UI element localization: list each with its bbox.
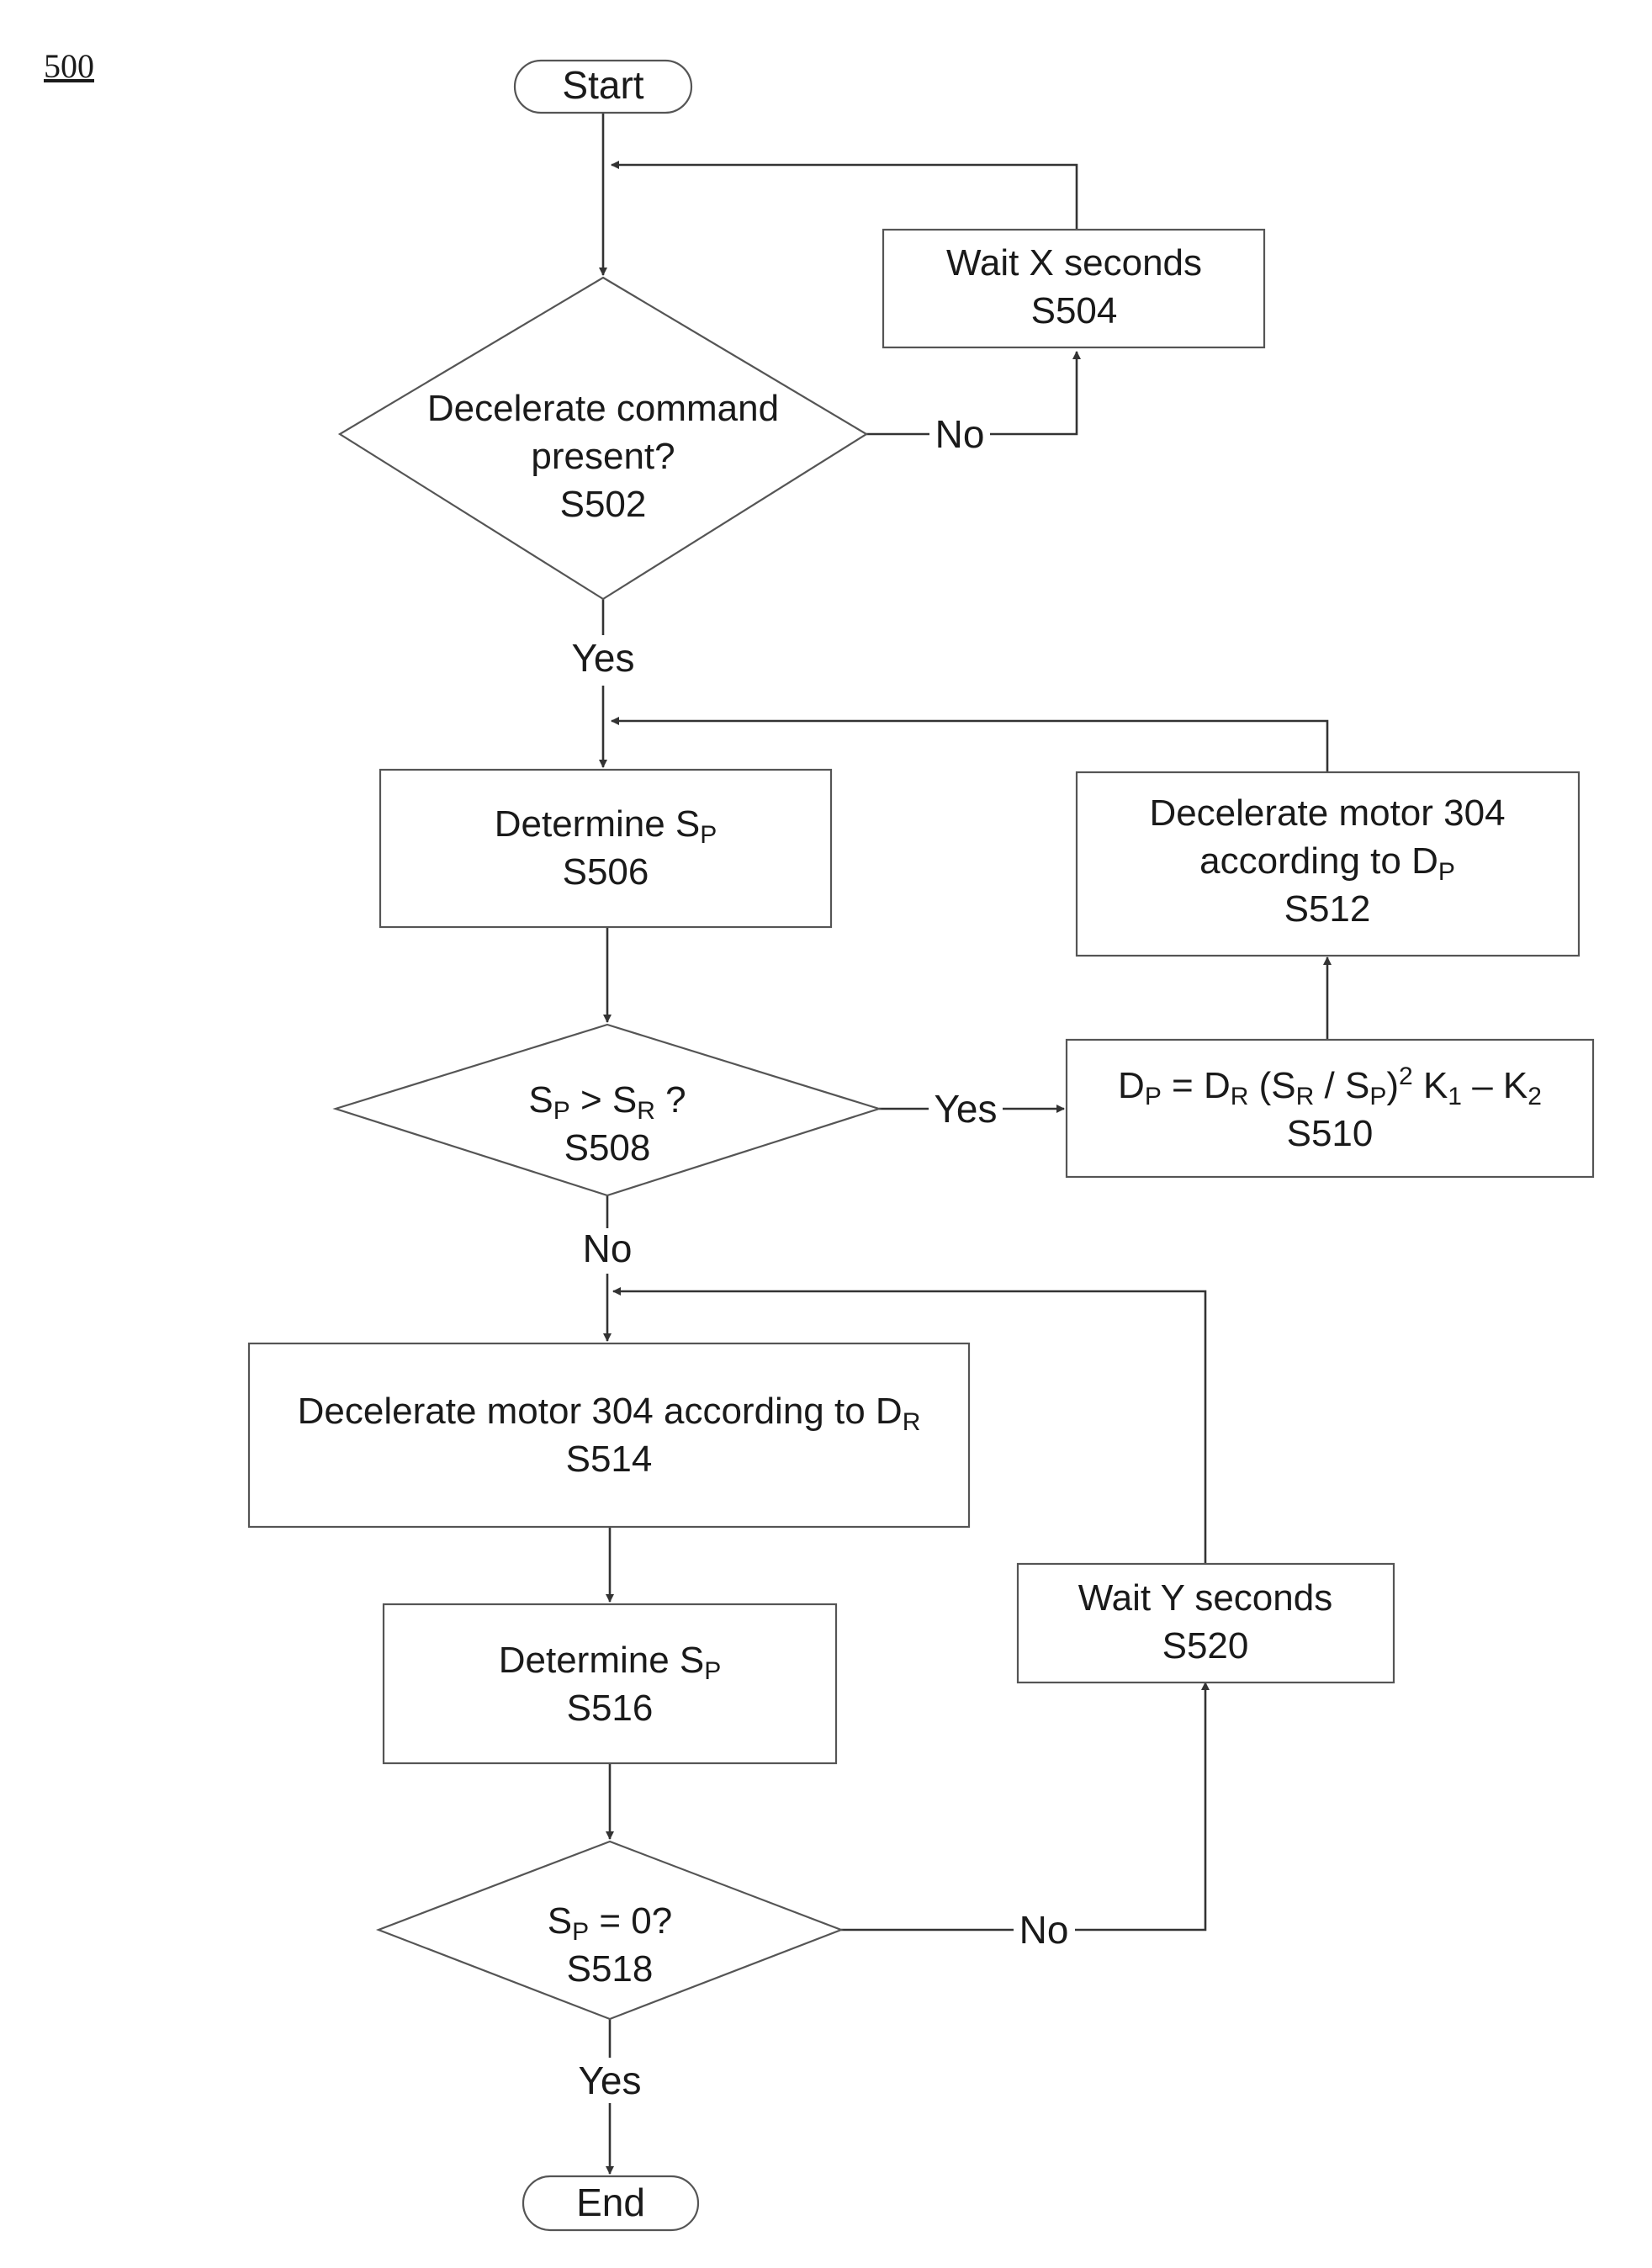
edge-s504-return bbox=[612, 165, 1077, 230]
s508-b-sub: R bbox=[637, 1097, 655, 1125]
s516-text: Determine S bbox=[499, 1640, 705, 1681]
node-s502: Decelerate command present? S502 bbox=[340, 278, 866, 599]
s502-code: S502 bbox=[560, 484, 647, 525]
end-label: End bbox=[576, 2181, 645, 2224]
label-s508-yes: Yes bbox=[934, 1087, 997, 1131]
s514-code: S514 bbox=[566, 1439, 653, 1480]
s518-a: S bbox=[548, 1900, 572, 1942]
s510-t3: (S bbox=[1248, 1065, 1295, 1106]
s510-t2: = D bbox=[1162, 1065, 1231, 1106]
s516-line1: Determine SP bbox=[499, 1640, 722, 1685]
figure-number: 500 bbox=[44, 47, 94, 85]
s510-t6-sub: 1 bbox=[1448, 1083, 1462, 1110]
s502-line2: present? bbox=[531, 436, 675, 477]
s508-a-sub: P bbox=[553, 1097, 570, 1125]
s506-sub: P bbox=[700, 821, 717, 849]
s502-line1: Decelerate command bbox=[427, 388, 779, 429]
node-s516: Determine SP S516 bbox=[384, 1604, 836, 1763]
edge-s518-no-to-s520 bbox=[1075, 1682, 1205, 1930]
node-s514: Decelerate motor 304 according to DR S51… bbox=[249, 1343, 969, 1527]
node-s518: SP = 0? S518 bbox=[379, 1841, 841, 2019]
s506-code: S506 bbox=[563, 851, 649, 893]
s510-t5-sup: 2 bbox=[1399, 1062, 1413, 1090]
s510-t5: ) bbox=[1386, 1065, 1399, 1106]
s510-t7-sub: 2 bbox=[1528, 1083, 1542, 1110]
node-s506: Determine SP S506 bbox=[380, 770, 831, 927]
s514-sub: R bbox=[903, 1408, 921, 1436]
s514-box bbox=[249, 1343, 969, 1527]
s512-line1: Decelerate motor 304 bbox=[1149, 792, 1505, 834]
s520-line1: Wait Y seconds bbox=[1078, 1577, 1332, 1619]
s510-t4-sub: P bbox=[1369, 1083, 1386, 1110]
s510-t4: / S bbox=[1314, 1065, 1369, 1106]
s506-box bbox=[380, 770, 831, 927]
s508-code: S508 bbox=[564, 1127, 651, 1168]
s504-line1: Wait X seconds bbox=[946, 242, 1202, 284]
node-s520: Wait Y seconds S520 bbox=[1018, 1564, 1394, 1682]
edge-s512-return bbox=[612, 721, 1327, 772]
s520-code: S520 bbox=[1162, 1625, 1249, 1667]
label-s502-yes: Yes bbox=[571, 636, 634, 680]
s510-t1: D bbox=[1118, 1065, 1145, 1106]
s518-code: S518 bbox=[567, 1948, 654, 1990]
label-s508-no: No bbox=[583, 1227, 633, 1270]
node-s510: DP = DR (SR / SP)2 K1 – K2 S510 bbox=[1067, 1040, 1593, 1177]
s510-t1-sub: P bbox=[1145, 1083, 1162, 1110]
node-s508: SP > SR ? S508 bbox=[336, 1025, 879, 1195]
s512-line2-sub: P bbox=[1438, 858, 1455, 886]
s508-a: S bbox=[528, 1079, 553, 1121]
edge-labels: No Yes Yes No No Yes bbox=[571, 412, 1068, 2102]
node-start: Start bbox=[515, 61, 691, 113]
node-s512: Decelerate motor 304 according to DP S51… bbox=[1077, 772, 1579, 956]
s508-line1: SP > SR ? bbox=[528, 1079, 686, 1125]
s518-line1: SP = 0? bbox=[548, 1900, 672, 1946]
s506-line1: Determine SP bbox=[495, 803, 717, 849]
s512-code: S512 bbox=[1284, 888, 1371, 930]
s510-formula: DP = DR (SR / SP)2 K1 – K2 bbox=[1118, 1062, 1542, 1110]
s510-t6: K bbox=[1413, 1065, 1448, 1106]
s518-a-sub: P bbox=[572, 1918, 589, 1946]
s510-t7: – K bbox=[1462, 1065, 1528, 1106]
label-s518-yes: Yes bbox=[578, 2059, 641, 2102]
s504-code: S504 bbox=[1031, 290, 1118, 331]
s510-code: S510 bbox=[1287, 1113, 1374, 1154]
s516-box bbox=[384, 1604, 836, 1763]
s506-text: Determine S bbox=[495, 803, 701, 845]
edge-s502-no-to-s504-b bbox=[990, 352, 1077, 434]
node-end: End bbox=[523, 2176, 698, 2230]
s508-op: > S bbox=[570, 1079, 638, 1121]
s516-code: S516 bbox=[567, 1688, 654, 1729]
label-s518-no: No bbox=[1019, 1908, 1069, 1952]
node-s504: Wait X seconds S504 bbox=[883, 230, 1264, 347]
s510-t3-sub: R bbox=[1296, 1083, 1315, 1110]
s514-text: Decelerate motor 304 according to D bbox=[298, 1391, 903, 1432]
s514-line1: Decelerate motor 304 according to DR bbox=[298, 1391, 921, 1436]
s518-tail: = 0? bbox=[589, 1900, 672, 1942]
s512-line2-text: according to D bbox=[1199, 840, 1438, 882]
s516-sub: P bbox=[704, 1657, 721, 1685]
start-label: Start bbox=[562, 63, 643, 107]
s508-tail: ? bbox=[655, 1079, 686, 1121]
s510-t2-sub: R bbox=[1231, 1083, 1249, 1110]
label-s502-no: No bbox=[935, 412, 985, 456]
s512-line2: according to DP bbox=[1199, 840, 1455, 886]
